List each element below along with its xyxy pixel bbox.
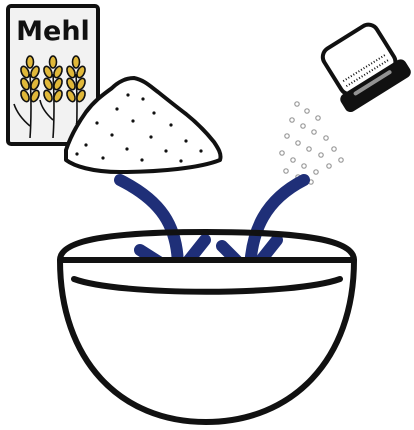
package-label: Mehl (16, 16, 90, 47)
mixing-bowl-icon (60, 232, 354, 422)
salt-grains-icon (280, 102, 343, 184)
salt-shaker-icon (314, 18, 412, 113)
